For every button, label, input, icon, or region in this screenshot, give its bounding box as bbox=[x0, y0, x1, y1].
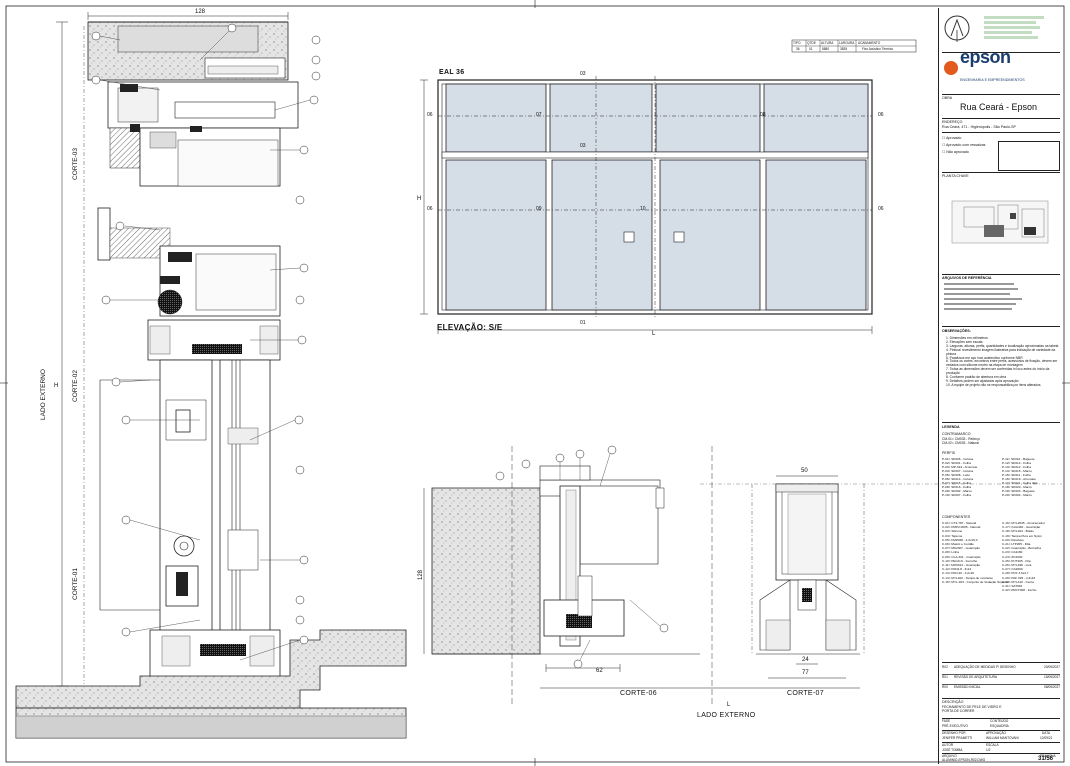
dim-62: 62 bbox=[596, 668, 603, 674]
scale-row: AUTOR JOSÉ TOMBA ESCALA 1/2 bbox=[942, 742, 1060, 753]
obra-name: Rua Ceará - Epson bbox=[960, 102, 1038, 112]
key-plan-map bbox=[951, 200, 1049, 244]
revision-row: R02 ADEQUAÇÃO DE MEDIDAS P/ DESENHO 20/0… bbox=[942, 665, 1060, 675]
dim-L-bottom: L bbox=[727, 702, 731, 708]
client-logo-area: epson ENGENHARIA E EMPREENDIMENTOS bbox=[942, 47, 1060, 93]
mark-03-top: 03 bbox=[580, 71, 586, 77]
corte-07-detail bbox=[511, 446, 1062, 706]
vertical-section-detail bbox=[15, 12, 407, 739]
dim-50: 50 bbox=[801, 468, 808, 474]
elevation-title: ELEVAÇÃO: S/E bbox=[437, 323, 503, 332]
architect-logo-area bbox=[942, 12, 1060, 52]
author-row: DESENHO POR JENIFER PRAMETTI APROVAÇÃO W… bbox=[942, 730, 1060, 742]
mark-06-br: 06 bbox=[878, 206, 884, 212]
revision-row: R01 REVISÃO DE ARQUITETURA 15/05/2027 bbox=[942, 675, 1060, 685]
dim-24: 24 bbox=[802, 657, 809, 663]
dim-128-top: 128 bbox=[195, 9, 206, 15]
lado-externo-bottom: LADO EXTERNO bbox=[697, 712, 756, 719]
legend-section: LEGENDA CONTRAMARCO CM-01= CM033 - Refor… bbox=[942, 422, 1060, 663]
architect-logo-icon bbox=[944, 15, 970, 42]
lado-externo-side: LADO EXTERNO bbox=[40, 369, 47, 420]
mark-03-mid: 03 bbox=[580, 143, 586, 149]
observations-section: OBSERVAÇÕES: 1. Dimensões em milímetros … bbox=[942, 326, 1060, 423]
mark-06-tl: 06 bbox=[427, 112, 433, 118]
phase-row: FASE PRÉ-EXECUTIVO CONTEÚDO ESQUADRIA bbox=[942, 718, 1060, 730]
dim-L-top: L bbox=[652, 331, 656, 337]
elevation-tag: EAL 36 bbox=[439, 69, 465, 76]
approval-section: ☐ Aprovado ☐ Aprovado com ressalvas ☐ Nã… bbox=[942, 132, 1060, 173]
approval-stamp-box bbox=[998, 141, 1060, 171]
reference-files-section: ARQUIVOS DE REFERÊNCIA bbox=[942, 274, 1060, 327]
corte-02-label: CORTE-02 bbox=[72, 369, 79, 402]
mark-07: 07 bbox=[536, 112, 542, 118]
elevation-drawing bbox=[420, 76, 873, 334]
schedule-table-text: TIPO QTDE ALTURA LARGURA ACABAMENTO 36 0… bbox=[793, 41, 894, 51]
key-plan-section: PLANTA CHAVE bbox=[942, 172, 1060, 277]
sheet-number: 31/56 bbox=[1038, 756, 1054, 762]
schedule-table bbox=[791, 39, 917, 53]
address-section: ENDEREÇO Rua Ceará, 471 - Higienópolis -… bbox=[942, 118, 1060, 131]
mark-06-tr: 06 bbox=[878, 112, 884, 118]
mark-09: 09 bbox=[536, 206, 542, 212]
description-section: DESCRIÇÃO FECHAMENTO DE PELE DE VIDRO E … bbox=[942, 698, 1060, 715]
title-block: epson ENGENHARIA E EMPREENDIMENTOS OBRA … bbox=[938, 8, 1063, 764]
obra-section: OBRA Rua Ceará - Epson bbox=[942, 94, 1060, 125]
mark-06-bl: 06 bbox=[427, 206, 433, 212]
dim-128-side: 128 bbox=[418, 569, 424, 580]
dim-H-left: H bbox=[54, 383, 59, 389]
corte-06-label: CORTE-06 bbox=[620, 690, 657, 697]
mark-10: 10 bbox=[640, 206, 646, 212]
revision-row: R00 EMISSÃO INICIAL 08/05/2027 bbox=[942, 685, 1060, 689]
dim-77: 77 bbox=[802, 670, 809, 676]
epson-logo-icon bbox=[944, 61, 958, 75]
company-name: epson bbox=[960, 47, 1011, 67]
sheet-number-row: ARQUIVO ALUMINIO-EPSON-R02.DWG PRANCHA 3… bbox=[942, 753, 1060, 764]
mark-08: 08 bbox=[760, 112, 766, 118]
mark-01: 01 bbox=[580, 320, 586, 326]
dim-H-side: H bbox=[417, 196, 422, 202]
corte-01-label: CORTE-01 bbox=[72, 567, 79, 600]
corte-03-label: CORTE-03 bbox=[72, 147, 79, 180]
revisions-table: R02 ADEQUAÇÃO DE MEDIDAS P/ DESENHO 20/0… bbox=[942, 662, 1060, 699]
corte-07-label: CORTE-07 bbox=[787, 690, 824, 697]
company-tagline: ENGENHARIA E EMPREENDIMENTOS bbox=[960, 78, 1025, 82]
corte-06-detail bbox=[423, 445, 700, 672]
